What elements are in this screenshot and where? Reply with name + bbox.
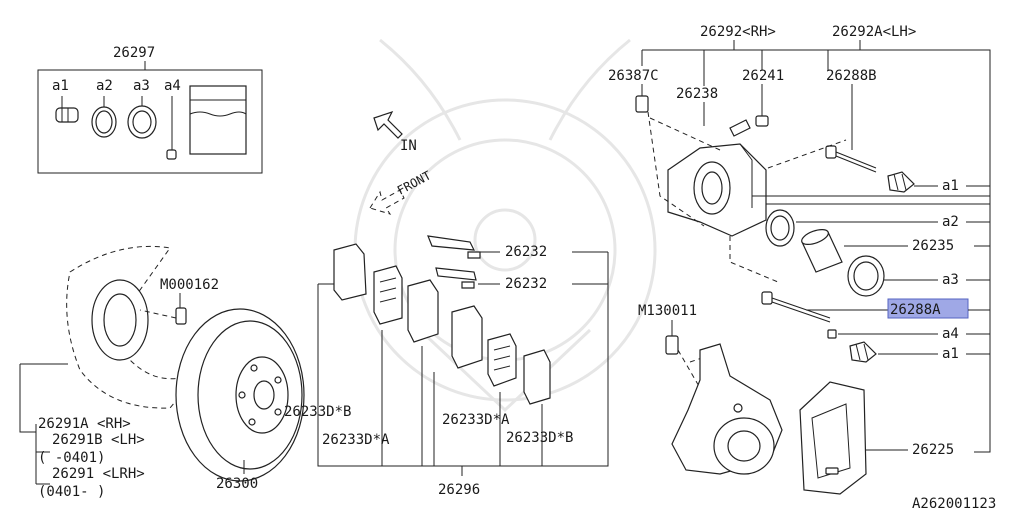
label-pad-kit[interactable]: 26296 [438,482,480,498]
label-arrow-front: FRONT [395,168,433,197]
label-shim-a-left[interactable]: 26233D*A [322,432,390,448]
label-clip-top[interactable]: 26232 [505,244,547,260]
bolt-m000162-group: M000162 [139,277,219,325]
pad-inner-right-part[interactable] [451,305,483,369]
label-kit-a3[interactable]: a3 [133,78,150,94]
label-shield-b-range: ( -0401) [38,450,105,466]
cap-part[interactable] [729,119,751,137]
label-a1-top[interactable]: a1 [942,178,959,194]
front-arrow-icon: FRONT [369,168,433,215]
in-arrow-icon: IN [373,110,417,154]
guide-pin-b-part[interactable] [825,145,877,173]
label-bracket[interactable]: 26225 [912,442,954,458]
shield-labels-group: 26291A <RH> 26291B <LH> ( -0401) 26291 <… [19,363,145,500]
label-cap[interactable]: 26238 [676,86,718,102]
guide-pin-a-part[interactable] [761,291,831,323]
label-shield-a[interactable]: 26291A <RH> [38,416,131,432]
caliper-body-part[interactable] [667,143,767,237]
highlight-26288a[interactable] [887,298,969,319]
clip-top-part[interactable] [427,235,481,259]
label-shield-b[interactable]: 26291B <LH> [52,432,145,448]
boot-a1-top-part[interactable] [887,171,915,193]
label-pin-a[interactable]: 26288A [890,302,941,318]
label-lh-caliper[interactable]: 26292A<LH> [832,24,916,40]
dust-shield-part[interactable] [66,245,201,409]
cap-a4-part[interactable] [827,329,837,339]
label-bleeder[interactable]: 26241 [742,68,784,84]
boot-a1-bottom-part[interactable] [849,341,877,363]
kit-cap-part[interactable] [166,96,177,160]
label-rotor[interactable]: 26300 [216,476,258,492]
bleeder-part[interactable] [755,115,769,127]
label-pin-b[interactable]: 26288B [826,68,877,84]
caliper-header-group: 26292<RH> 26292A<LH> [641,24,991,453]
kit-26297-group: 26297 a1 a2 a3 a4 [37,45,263,174]
label-rh-caliper[interactable]: 26292<RH> [700,24,776,40]
kit-seal-part[interactable] [91,96,117,138]
label-bolt-c[interactable]: 26387C [608,68,659,84]
label-kit-a4[interactable]: a4 [164,78,181,94]
piston-part[interactable] [800,227,843,273]
label-kit[interactable]: 26297 [113,45,155,61]
shim-outer-right-part[interactable] [523,349,551,405]
bolt-m130011-part[interactable] [665,335,679,355]
label-bolt-m00[interactable]: M000162 [160,277,219,293]
pad-kit-bracket: 26233D*B 26233D*A 26233D*A 26233D*B 2629… [284,252,609,498]
label-a3[interactable]: a3 [942,272,959,288]
kit-boot-part[interactable] [55,96,79,123]
piston-seal-part[interactable] [765,209,795,247]
label-kit-a1[interactable]: a1 [52,78,69,94]
diagram-id: A262001123 [912,496,996,512]
pad-inner-left-part[interactable] [407,279,439,343]
label-a4[interactable]: a4 [942,326,959,342]
rotor-part[interactable] [175,308,305,482]
shim-outer-left-part[interactable] [333,243,367,301]
caliper-bracket-part[interactable] [799,381,867,495]
label-shim-b-left[interactable]: 26233D*B [284,404,351,420]
label-shim-b-right[interactable]: 26233D*B [506,430,573,446]
kit-boot-ring-part[interactable] [127,96,157,139]
label-shield-c-range: (0401- ) [38,484,105,500]
label-shim-a-right[interactable]: 26233D*A [442,412,510,428]
label-bolt-m13[interactable]: M130011 [638,303,697,319]
pad-outer-left-part[interactable] [373,265,403,325]
clip-mid-part[interactable] [435,267,477,289]
label-arrow-in: IN [400,138,417,154]
dust-boot-part[interactable] [847,255,885,297]
label-piston[interactable]: 26235 [912,238,954,254]
label-clip-mid[interactable]: 26232 [505,276,547,292]
label-a2[interactable]: a2 [942,214,959,230]
kit-grease-packet[interactable] [189,85,247,155]
bolt-26387c-part[interactable] [635,95,649,113]
knuckle-part[interactable] [671,343,783,475]
pad-outer-right-part[interactable] [487,333,517,387]
label-kit-a2[interactable]: a2 [96,78,113,94]
label-a1-bottom[interactable]: a1 [942,346,959,362]
label-shield-c[interactable]: 26291 <LRH> [52,466,145,482]
